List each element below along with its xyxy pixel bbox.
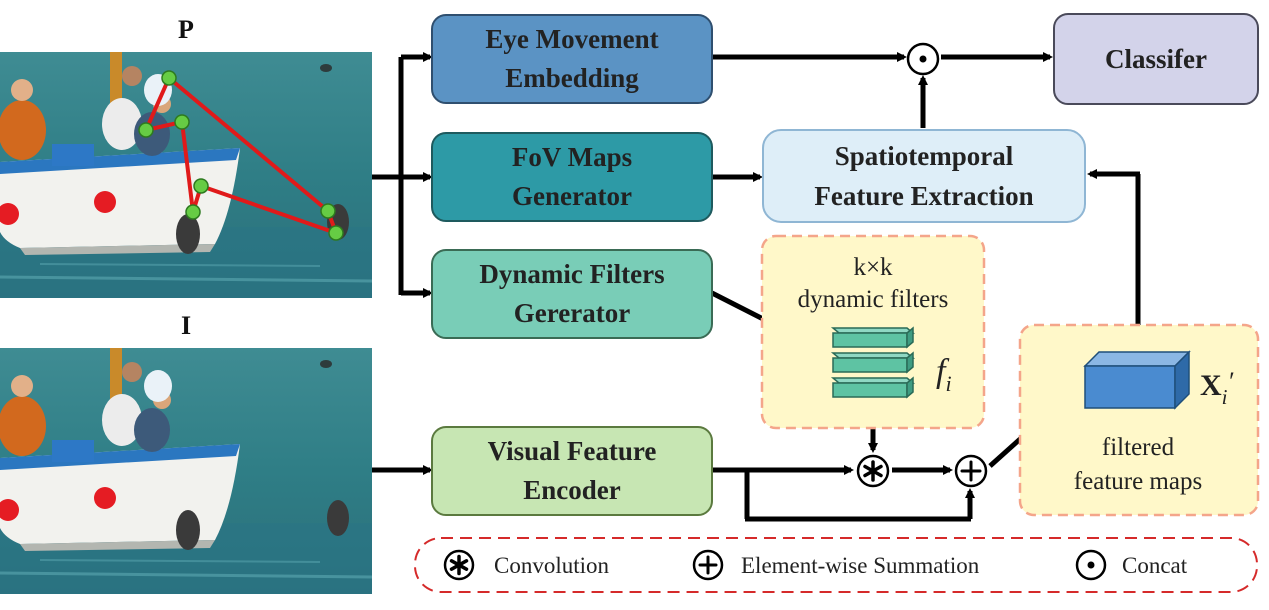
fov-maps-line2: Generator [512, 181, 632, 211]
feature-panel-caption-line1: filtered [1102, 434, 1175, 461]
classifier-label: Classifer [1105, 44, 1207, 74]
classifier-box: Classifer [1053, 13, 1259, 105]
fov-maps-line1: FoV Maps [512, 142, 632, 172]
input-image-label: I [181, 311, 191, 340]
visual-encoder-line1: Visual Feature [488, 436, 657, 466]
eye-movement-embedding-box: Eye Movement Embedding [431, 14, 713, 104]
connectors [372, 52, 1141, 522]
legend-concat-icon [1075, 549, 1107, 581]
concat-operator [906, 42, 940, 76]
visual-encoder-line2: Encoder [523, 475, 621, 505]
scanpath-overlay [138, 70, 344, 241]
spatiotemporal-line1: Spatiotemporal [835, 141, 1014, 171]
feature-map-symbol-prime: ′ [1228, 367, 1234, 396]
legend: Convolution Element-wise Summation Conca… [414, 537, 1258, 593]
legend-convolution-icon [443, 549, 475, 581]
spatiotemporal-line2: Feature Extraction [814, 181, 1033, 211]
filter-symbol-subscript: i [945, 371, 951, 396]
fov-maps-generator-box: FoV Maps Generator [431, 132, 713, 222]
filters-panel-title-line1: k×k [853, 254, 893, 281]
legend-summation-label: Element-wise Summation [741, 553, 980, 578]
spatiotemporal-feature-extraction-box: Spatiotemporal Feature Extraction [762, 129, 1086, 223]
input-image [0, 348, 372, 594]
fixation-image [0, 52, 372, 298]
filtered-feature-maps-panel: Xi′ filtered feature maps [1018, 323, 1260, 517]
legend-concat-label: Concat [1122, 553, 1188, 578]
fixation-map-label: P [178, 15, 194, 44]
feature-map-symbol: Xi′ [1200, 367, 1234, 409]
dynamic-filters-generator-box: Dynamic Filters Gererator [431, 249, 713, 339]
dynamic-filters-line2: Gererator [514, 298, 630, 328]
feature-map-cube [1083, 350, 1191, 410]
eye-movement-line1: Eye Movement [485, 24, 658, 54]
eye-movement-line2: Embedding [505, 63, 639, 93]
filters-panel-title-line2: dynamic filters [798, 286, 949, 313]
legend-convolution-label: Convolution [494, 553, 610, 578]
legend-summation-icon [692, 549, 724, 581]
convolution-operator [856, 454, 890, 488]
dynamic-filters-line1: Dynamic Filters [479, 259, 664, 289]
summation-operator [954, 454, 988, 488]
dynamic-filters-panel: k×k dynamic filters fi [760, 234, 986, 430]
feature-map-symbol-subscript: i [1222, 385, 1228, 409]
visual-feature-encoder-box: Visual Feature Encoder [431, 426, 713, 516]
feature-panel-caption-line2: feature maps [1074, 468, 1202, 495]
feature-map-symbol-base: X [1200, 369, 1222, 402]
filter-stack [830, 326, 916, 399]
